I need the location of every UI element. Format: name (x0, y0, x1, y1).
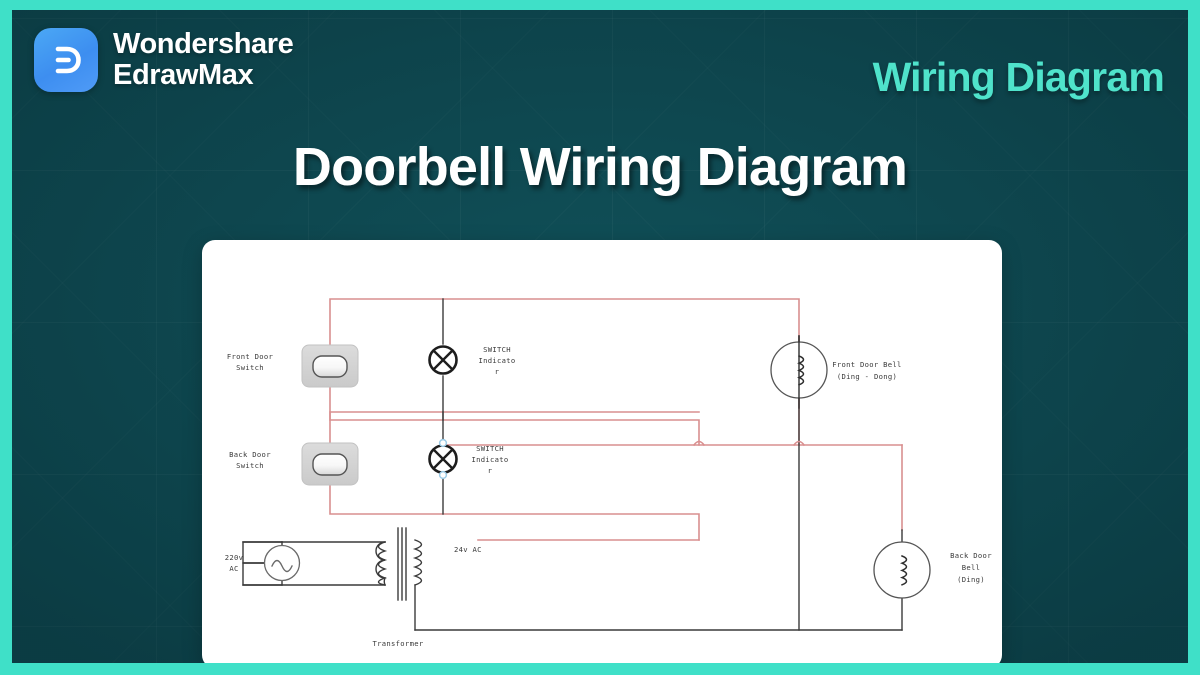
header: Wondershare EdrawMax Wiring Diagram (12, 10, 1188, 122)
wire-front-switch-bottom (329, 380, 700, 446)
label-secondary-voltage: 24v AC (454, 545, 482, 554)
brand-name: Wondershare EdrawMax (113, 27, 294, 91)
front-door-bell (770, 335, 828, 409)
label-indicator-bottom-l2: Indicato (471, 455, 508, 464)
label-indicator-top-l3: r (495, 367, 500, 376)
hump-1 (692, 440, 706, 447)
hump-2 (792, 440, 806, 447)
poster-canvas: Wondershare EdrawMax Wiring Diagram Door… (12, 10, 1188, 663)
label-indicator-bottom-l1: SWITCH (476, 444, 504, 453)
ac-source (263, 544, 301, 582)
label-back-door-bell-l3: (Ding) (957, 575, 985, 584)
label-back-door-switch-l1: Back Door (229, 450, 271, 459)
label-front-door-switch-l1: Front Door (227, 352, 274, 361)
label-back-door-bell-l2: Bell (962, 563, 981, 572)
transformer-primary-coil-shape (377, 541, 388, 586)
label-back-door-switch-l2: Switch (236, 461, 264, 470)
label-primary-voltage-l1: 220v (225, 553, 244, 562)
front-door-switch[interactable] (301, 344, 359, 388)
switch-indicator-lamp-top (428, 345, 458, 375)
transformer-secondary-coil (412, 539, 423, 586)
edrawmax-logo-icon (34, 28, 98, 92)
diagram-labels: Front Door Switch Back Door Switch SWITC… (225, 345, 992, 648)
page-title: Doorbell Wiring Diagram (292, 137, 908, 197)
wire-crossover-humps (692, 440, 806, 447)
doorbell-wiring-diagram: Front Door Switch Back Door Switch SWITC… (225, 298, 992, 648)
diagram-card: Front Door Switch Back Door Switch SWITC… (202, 240, 1002, 663)
wire-network-red (329, 298, 903, 541)
label-front-door-bell-l2: (Ding - Dong) (837, 372, 897, 381)
back-door-switch[interactable] (301, 442, 359, 486)
label-front-door-bell-l1: Front Door Bell (832, 360, 901, 369)
back-door-bell (873, 541, 931, 599)
label-front-door-switch-l2: Switch (236, 363, 264, 372)
label-primary-voltage-l2: AC (229, 564, 238, 573)
switch-indicator-lamp-bottom (428, 438, 458, 480)
label-indicator-top-l2: Indicato (478, 356, 515, 365)
label-transformer: Transformer (373, 639, 424, 648)
wire-back-switch-top-feed (329, 411, 700, 449)
label-indicator-top-l1: SWITCH (483, 345, 511, 354)
wire-back-switch-bottom (329, 478, 700, 541)
label-back-door-bell-l1: Back Door (950, 551, 992, 560)
wire-front-switch-top-to-bell (329, 298, 800, 371)
brand-lockup: Wondershare EdrawMax (34, 27, 294, 92)
label-indicator-bottom-l3: r (488, 466, 493, 475)
header-kicker: Wiring Diagram (872, 54, 1165, 100)
brand-line-1: Wondershare (113, 27, 294, 60)
brand-line-2: EdrawMax (113, 59, 254, 91)
